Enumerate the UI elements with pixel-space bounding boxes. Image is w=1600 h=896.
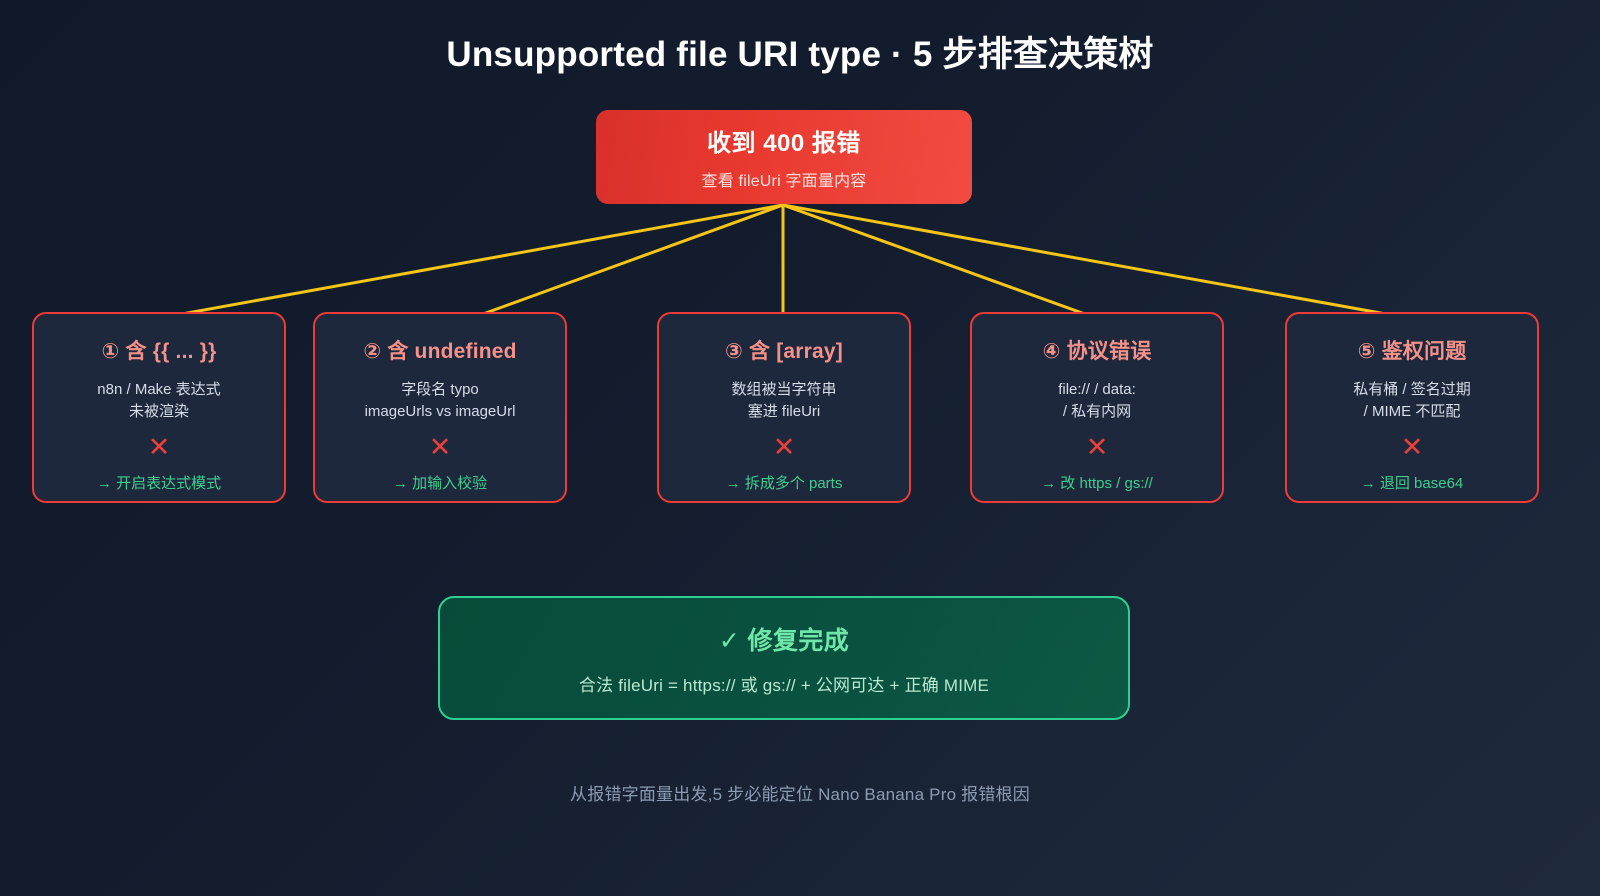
- connector-to-branch-1: [158, 203, 785, 320]
- cross-icon: ✕: [1400, 432, 1424, 462]
- branch-card-description: 数组被当字符串 塞进 fileUri: [731, 381, 837, 420]
- branch-card-title: ④ 协议错误: [1042, 340, 1152, 363]
- branch-card-title: ① 含 {{ ... }}: [101, 340, 217, 363]
- branch-card-4[interactable]: ④ 协议错误 file:// / data: / 私有内网 ✕ → 改 http…: [970, 312, 1224, 503]
- connector-to-branch-2: [470, 203, 785, 320]
- branch-card-description: file:// / data: / 私有内网: [1058, 381, 1136, 420]
- success-node-subtitle: 合法 fileUri = https:// 或 gs:// + 公网可达 + 正…: [578, 675, 990, 695]
- branch-card-description: n8n / Make 表达式 未被渲染: [97, 381, 221, 420]
- branch-card-title: ② 含 undefined: [363, 340, 517, 363]
- branch-card-title: ③ 含 [array]: [724, 340, 844, 363]
- connector-to-branch-4: [781, 203, 1098, 320]
- branch-card-1[interactable]: ① 含 {{ ... }} n8n / Make 表达式 未被渲染 ✕ → 开启…: [32, 312, 286, 503]
- root-node-400-error[interactable]: 收到 400 报错 查看 fileUri 字面量内容: [596, 110, 972, 204]
- branch-card-fix: → 退回 base64: [1360, 475, 1464, 492]
- branch-card-5[interactable]: ⑤ 鉴权问题 私有桶 / 签名过期 / MIME 不匹配 ✕ → 退回 base…: [1285, 312, 1539, 503]
- cross-icon: ✕: [772, 432, 796, 462]
- branch-card-fix: → 加输入校验: [392, 475, 488, 492]
- success-node-title: ✓ 修复完成: [718, 626, 850, 655]
- branch-card-description: 私有桶 / 签名过期 / MIME 不匹配: [1353, 381, 1471, 420]
- branch-card-2[interactable]: ② 含 undefined 字段名 typo imageUrls vs imag…: [313, 312, 567, 503]
- footer-note: 从报错字面量出发,5 步必能定位 Nano Banana Pro 报错根因: [570, 785, 1030, 804]
- root-node-title: 收到 400 报错: [707, 130, 861, 157]
- cross-icon: ✕: [428, 432, 452, 462]
- branch-card-fix: → 拆成多个 parts: [725, 475, 843, 492]
- cross-icon: ✕: [147, 432, 171, 462]
- branch-card-description: 字段名 typo imageUrls vs imageUrl: [364, 381, 516, 420]
- branch-card-fix: → 开启表达式模式: [96, 475, 222, 492]
- success-node-fix-complete[interactable]: ✓ 修复完成 合法 fileUri = https:// 或 gs:// + 公…: [438, 596, 1130, 720]
- connector-to-branch-5: [781, 203, 1410, 320]
- cross-icon: ✕: [1085, 432, 1109, 462]
- branch-card-3[interactable]: ③ 含 [array] 数组被当字符串 塞进 fileUri ✕ → 拆成多个 …: [657, 312, 911, 503]
- branch-card-fix: → 改 https / gs://: [1041, 475, 1153, 492]
- page-title: Unsupported file URI type · 5 步排查决策树: [446, 35, 1154, 74]
- root-node-subtitle: 查看 fileUri 字面量内容: [701, 173, 867, 190]
- branch-card-title: ⑤ 鉴权问题: [1357, 340, 1467, 363]
